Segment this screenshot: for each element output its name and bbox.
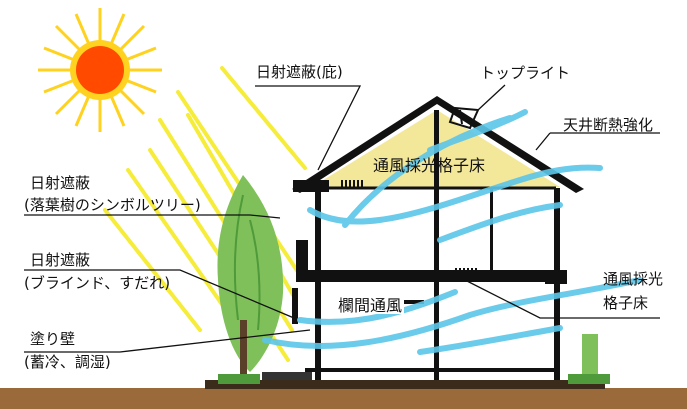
label-tree-shading-line2: (落葉樹のシンボルツリー)	[24, 196, 201, 214]
lattice-vent	[341, 180, 477, 276]
label-roof-shading: 日射遮蔽(庇)	[256, 63, 343, 81]
house	[262, 96, 584, 380]
ground-edge	[205, 380, 605, 389]
ground	[0, 388, 687, 409]
label-upper-floor-lattice: 通風採光格子床	[373, 156, 486, 175]
leader-lines	[24, 84, 660, 353]
wind-flow-icon	[262, 109, 643, 355]
label-top-light: トップライト	[480, 64, 571, 82]
label-blind-shading-line1: 日射遮蔽	[30, 251, 91, 269]
label-right-lattice-line2: 格子床	[603, 294, 649, 312]
sun-icon	[38, 8, 162, 132]
label-right-lattice-line1: 通風採光	[603, 270, 664, 288]
label-transom-ventilation: 欄間通風	[336, 296, 405, 315]
label-blind-shading-line2: (ブラインド、すだれ)	[24, 274, 171, 292]
label-tree-shading-line1: 日射遮蔽	[30, 174, 91, 192]
label-ceiling-insulation: 天井断熱強化	[563, 116, 654, 134]
shrub-icon	[568, 334, 610, 384]
label-plaster-wall-line2: (蓄冷、調湿)	[24, 353, 111, 371]
tree-icon	[217, 175, 284, 384]
upper-floor-slab	[296, 270, 558, 282]
label-plaster-wall-line1: 塗り壁	[30, 330, 76, 348]
skylight-icon	[448, 106, 480, 130]
